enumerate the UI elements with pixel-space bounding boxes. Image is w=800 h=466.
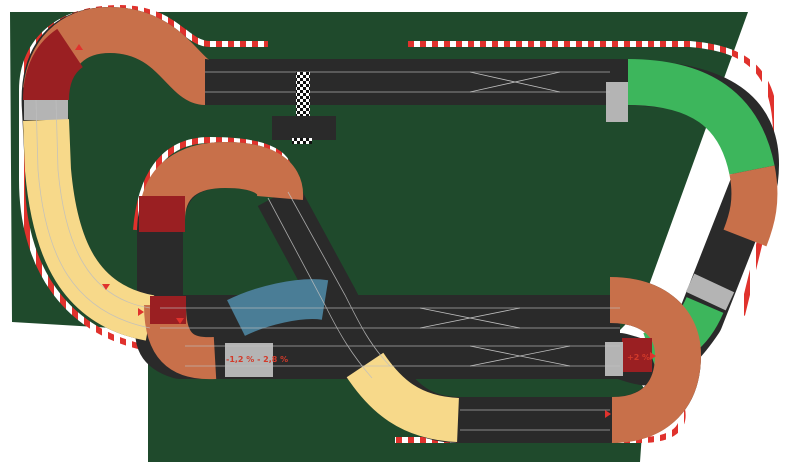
segment-orange-upper-right (723, 165, 778, 247)
segment-grey-right-inner (605, 342, 623, 376)
segment-orange-right (609, 277, 702, 443)
segment-grey-upper-right (606, 82, 628, 122)
segment-grey-top-left (24, 100, 68, 120)
segment-darkred-right (622, 338, 652, 372)
pit-flag (292, 138, 312, 144)
pit-box (272, 116, 336, 140)
segment-green-upper-right (627, 59, 775, 176)
segment-yellow-bottom (346, 352, 460, 442)
lane-lines (35, 71, 620, 431)
segment-orange-inner-top (139, 141, 304, 222)
segment-darkred-top-left (23, 28, 85, 101)
grade-label-right: +2 % (627, 353, 650, 362)
lane-change-crossings (419, 71, 571, 367)
segment-grey-right (685, 273, 735, 311)
segment-grey-bottom-left (225, 343, 273, 377)
segment-blue-middle (227, 279, 329, 337)
direction-arrows (75, 44, 656, 418)
segment-yellow-left (23, 119, 156, 341)
start-finish-line (296, 72, 310, 116)
grade-label-left: -1,2 % - 2,8 % (226, 355, 288, 364)
